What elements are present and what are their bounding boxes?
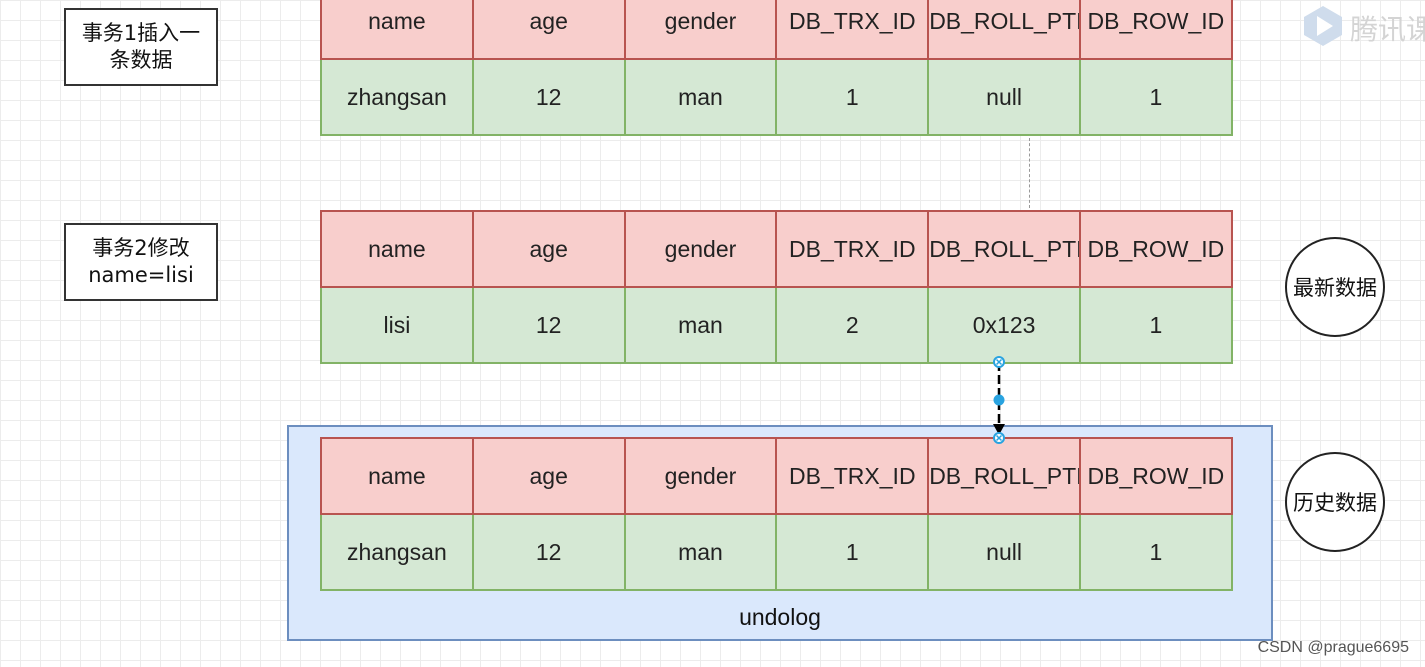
header-cell: age [471, 210, 626, 288]
header-cell: DB_TRX_ID [775, 210, 930, 288]
header-cell: DB_ROLL_PTR [927, 210, 1081, 288]
connector-mid-handle [993, 394, 1005, 406]
record-table-txn1: name age gender DB_TRX_ID DB_ROLL_PTR DB… [320, 0, 1233, 136]
txn1-label-line2: 条数据 [109, 48, 173, 72]
header-row: name age gender DB_TRX_ID DB_ROLL_PTR DB… [320, 437, 1233, 515]
value-cell: 12 [471, 286, 626, 364]
header-cell: DB_ROLL_PTR [927, 437, 1081, 515]
value-cell: 2 [775, 286, 930, 364]
watermark-text: 腾讯课 [1350, 13, 1425, 46]
txn2-label: 事务2修改 name=lisi [64, 223, 218, 301]
header-cell: DB_ROW_ID [1078, 0, 1233, 60]
value-cell: zhangsan [320, 513, 474, 591]
value-cell: 12 [471, 58, 626, 136]
record-table-txn2: name age gender DB_TRX_ID DB_ROLL_PTR DB… [320, 210, 1233, 364]
history-data-label: 历史数据 [1293, 491, 1377, 515]
undolog-label: undolog [739, 604, 821, 630]
header-cell: name [320, 437, 474, 515]
value-cell: 1 [1078, 286, 1233, 364]
header-cell: name [320, 0, 474, 60]
history-data-circle: 历史数据 [1285, 452, 1385, 552]
txn2-label-line1: 事务2修改 [92, 236, 190, 260]
header-cell: DB_ROW_ID [1078, 437, 1233, 515]
value-row: zhangsan 12 man 1 null 1 [320, 513, 1233, 591]
txn1-label: 事务1插入一 条数据 [64, 8, 218, 86]
value-cell: null [927, 58, 1081, 136]
watermark-logo: 腾讯课 [1298, 2, 1425, 46]
value-cell: 1 [1078, 513, 1233, 591]
value-cell: 1 [775, 513, 930, 591]
txn1-label-line1: 事务1插入一 [81, 21, 201, 45]
credit-text: CSDN @prague6695 [1257, 639, 1409, 656]
value-cell: 12 [471, 513, 626, 591]
header-row: name age gender DB_TRX_ID DB_ROLL_PTR DB… [320, 0, 1233, 60]
value-cell: lisi [320, 286, 474, 364]
value-cell: man [623, 286, 778, 364]
header-cell: DB_ROW_ID [1078, 210, 1233, 288]
header-row: name age gender DB_TRX_ID DB_ROLL_PTR DB… [320, 210, 1233, 288]
latest-data-circle: 最新数据 [1285, 237, 1385, 337]
header-cell: gender [623, 437, 778, 515]
value-cell: man [623, 58, 778, 136]
header-cell: DB_TRX_ID [775, 437, 930, 515]
value-cell: 1 [1078, 58, 1233, 136]
header-cell: gender [623, 210, 778, 288]
value-cell: man [623, 513, 778, 591]
header-cell: age [471, 0, 626, 60]
value-cell: 1 [775, 58, 930, 136]
txn2-label-line2: name=lisi [88, 263, 194, 287]
value-cell: null [927, 513, 1081, 591]
header-cell: gender [623, 0, 778, 60]
value-cell: zhangsan [320, 58, 474, 136]
latest-data-label: 最新数据 [1293, 276, 1377, 300]
header-cell: DB_ROLL_PTR [927, 0, 1081, 60]
play-icon [1304, 6, 1342, 46]
roll-pointer-connector[interactable] [985, 352, 1015, 447]
header-cell: age [471, 437, 626, 515]
value-row: zhangsan 12 man 1 null 1 [320, 58, 1233, 136]
header-cell: DB_TRX_ID [775, 0, 930, 60]
alignment-guide [1029, 138, 1030, 208]
connector-arrowhead [993, 424, 1005, 435]
value-row: lisi 12 man 2 0x123 1 [320, 286, 1233, 364]
header-cell: name [320, 210, 474, 288]
record-table-undolog: name age gender DB_TRX_ID DB_ROLL_PTR DB… [320, 437, 1233, 591]
